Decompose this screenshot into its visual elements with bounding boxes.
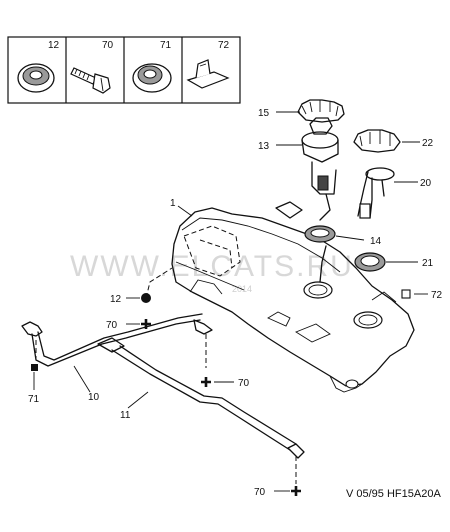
grommet-icon bbox=[17, 63, 55, 93]
callout-15: 15 bbox=[258, 108, 270, 119]
callout-22: 22 bbox=[422, 138, 434, 149]
drawing-reference: V 05/95 HF15A20A bbox=[346, 488, 441, 500]
legend-number-70: 70 bbox=[102, 40, 114, 51]
callout-21: 21 bbox=[422, 258, 434, 269]
bolt-icon bbox=[70, 67, 111, 94]
bolt-marker-icon bbox=[201, 377, 211, 387]
leader-lines bbox=[33, 111, 428, 492]
fuel-tank bbox=[171, 207, 415, 393]
locking-ring-top bbox=[297, 99, 345, 123]
callout-71: 71 bbox=[28, 394, 40, 405]
watermark-site: WWW.ELCATS.RU bbox=[70, 250, 354, 283]
callout-70-middle: 70 bbox=[238, 378, 250, 389]
bolt-marker-icon bbox=[291, 486, 301, 496]
legend-strip: 12 70 71 72 bbox=[7, 36, 241, 104]
callout-70-lower: 70 bbox=[254, 487, 266, 498]
locking-ring-right bbox=[353, 129, 401, 153]
callout-20: 20 bbox=[420, 178, 432, 189]
callout-13: 13 bbox=[258, 141, 270, 152]
legend-number-72: 72 bbox=[218, 40, 230, 51]
clip-marker-icon bbox=[401, 289, 411, 299]
callout-72: 72 bbox=[431, 290, 443, 301]
callout-70-upper: 70 bbox=[106, 320, 118, 331]
callout-12: 12 bbox=[110, 294, 122, 305]
callout-labels: 15 13 22 20 1 14 21 12 72 70 71 10 11 70… bbox=[28, 108, 443, 498]
seal-ring-icon bbox=[132, 63, 172, 93]
callout-1: 1 bbox=[170, 198, 176, 209]
seal-21 bbox=[354, 252, 386, 272]
seal-marker-icon bbox=[31, 364, 38, 371]
tank-strap-11 bbox=[97, 337, 305, 459]
callout-11: 11 bbox=[120, 410, 131, 421]
fuel-gauge-sender bbox=[357, 167, 395, 219]
bolt-marker-icon bbox=[141, 319, 151, 329]
clip-icon bbox=[186, 59, 230, 89]
legend-number-71: 71 bbox=[160, 40, 172, 51]
seal-14 bbox=[304, 225, 336, 243]
dashed-guides bbox=[35, 267, 297, 484]
callout-14: 14 bbox=[370, 236, 382, 247]
callout-10: 10 bbox=[88, 392, 100, 403]
legend-number-12: 12 bbox=[48, 40, 60, 51]
grommet-marker-icon bbox=[141, 293, 151, 303]
fuel-pump-assembly bbox=[275, 117, 339, 221]
